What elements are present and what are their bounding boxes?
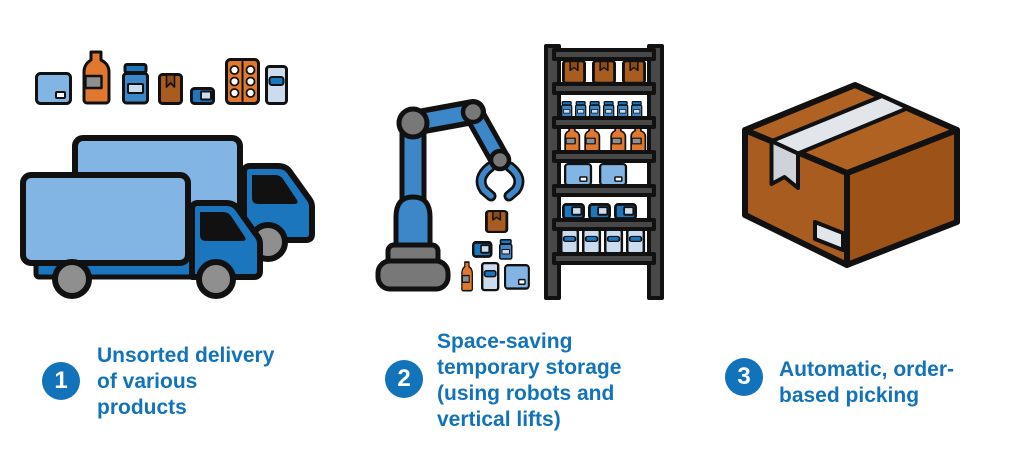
parcel-icon (592, 59, 616, 85)
medicine-bottle-icon (610, 126, 627, 152)
canister-icon (481, 261, 500, 292)
medicine-bottle-icon (584, 126, 601, 152)
jar-icon (122, 63, 149, 105)
parcel-icon (484, 209, 509, 234)
case-icon (561, 203, 586, 220)
jar-icon (603, 100, 615, 118)
jar-icon (617, 100, 629, 118)
parcel-icon (158, 73, 183, 105)
case-icon (587, 203, 612, 220)
medicine-bottle-icon (630, 126, 647, 152)
step-3-badge: 3 (725, 358, 763, 396)
step-2-badge: 2 (385, 360, 423, 398)
step-1-label: Unsorted delivery of various products (97, 344, 275, 419)
parcel-icon (622, 59, 646, 85)
storage-box-icon (35, 72, 72, 105)
step-2-label: Space-saving temporary storage (using ro… (437, 330, 622, 431)
pill-blister-pack-icon (225, 58, 260, 105)
rack-shelf-row (559, 228, 646, 255)
storage-box-icon (564, 162, 593, 187)
robot-and-rack-illustration (375, 44, 664, 300)
canister-icon (603, 228, 624, 255)
loose-products (460, 209, 531, 292)
tape-icon (769, 94, 910, 190)
gripper-claw-icon (475, 161, 525, 202)
parcel-icon (562, 59, 586, 85)
case-icon (613, 203, 638, 220)
rack-shelf-row (564, 126, 647, 152)
rack-shelf-row (562, 59, 646, 85)
jar-icon (589, 100, 601, 118)
robot-arm-icon (375, 99, 525, 292)
rack-shelf-row (561, 100, 643, 118)
jar-icon (499, 239, 513, 260)
storage-rack-icon (544, 44, 664, 300)
jar-icon (631, 100, 643, 118)
canister-icon (625, 228, 646, 255)
step-1-badge: 1 (42, 362, 80, 400)
medicine-bottle-icon (460, 261, 474, 292)
case-icon (190, 87, 215, 105)
delivery-trucks-icon (20, 118, 320, 308)
canister-icon (265, 65, 288, 105)
jar-icon (561, 100, 573, 118)
rack-shelf-row (564, 162, 628, 187)
jar-icon (575, 100, 587, 118)
case-icon (471, 241, 493, 258)
medicine-bottle-icon (564, 126, 581, 152)
storage-box-icon (503, 263, 531, 290)
medicine-bottle-icon (82, 50, 111, 105)
cardboard-box-icon (742, 82, 960, 268)
step-3-label: Automatic, order-based picking (779, 358, 955, 407)
product-icons-row (35, 50, 288, 105)
canister-icon (581, 228, 602, 255)
rack-shelf-row (561, 203, 638, 220)
canister-icon (559, 228, 580, 255)
storage-box-icon (599, 162, 628, 187)
shipping-label-icon (813, 220, 845, 252)
